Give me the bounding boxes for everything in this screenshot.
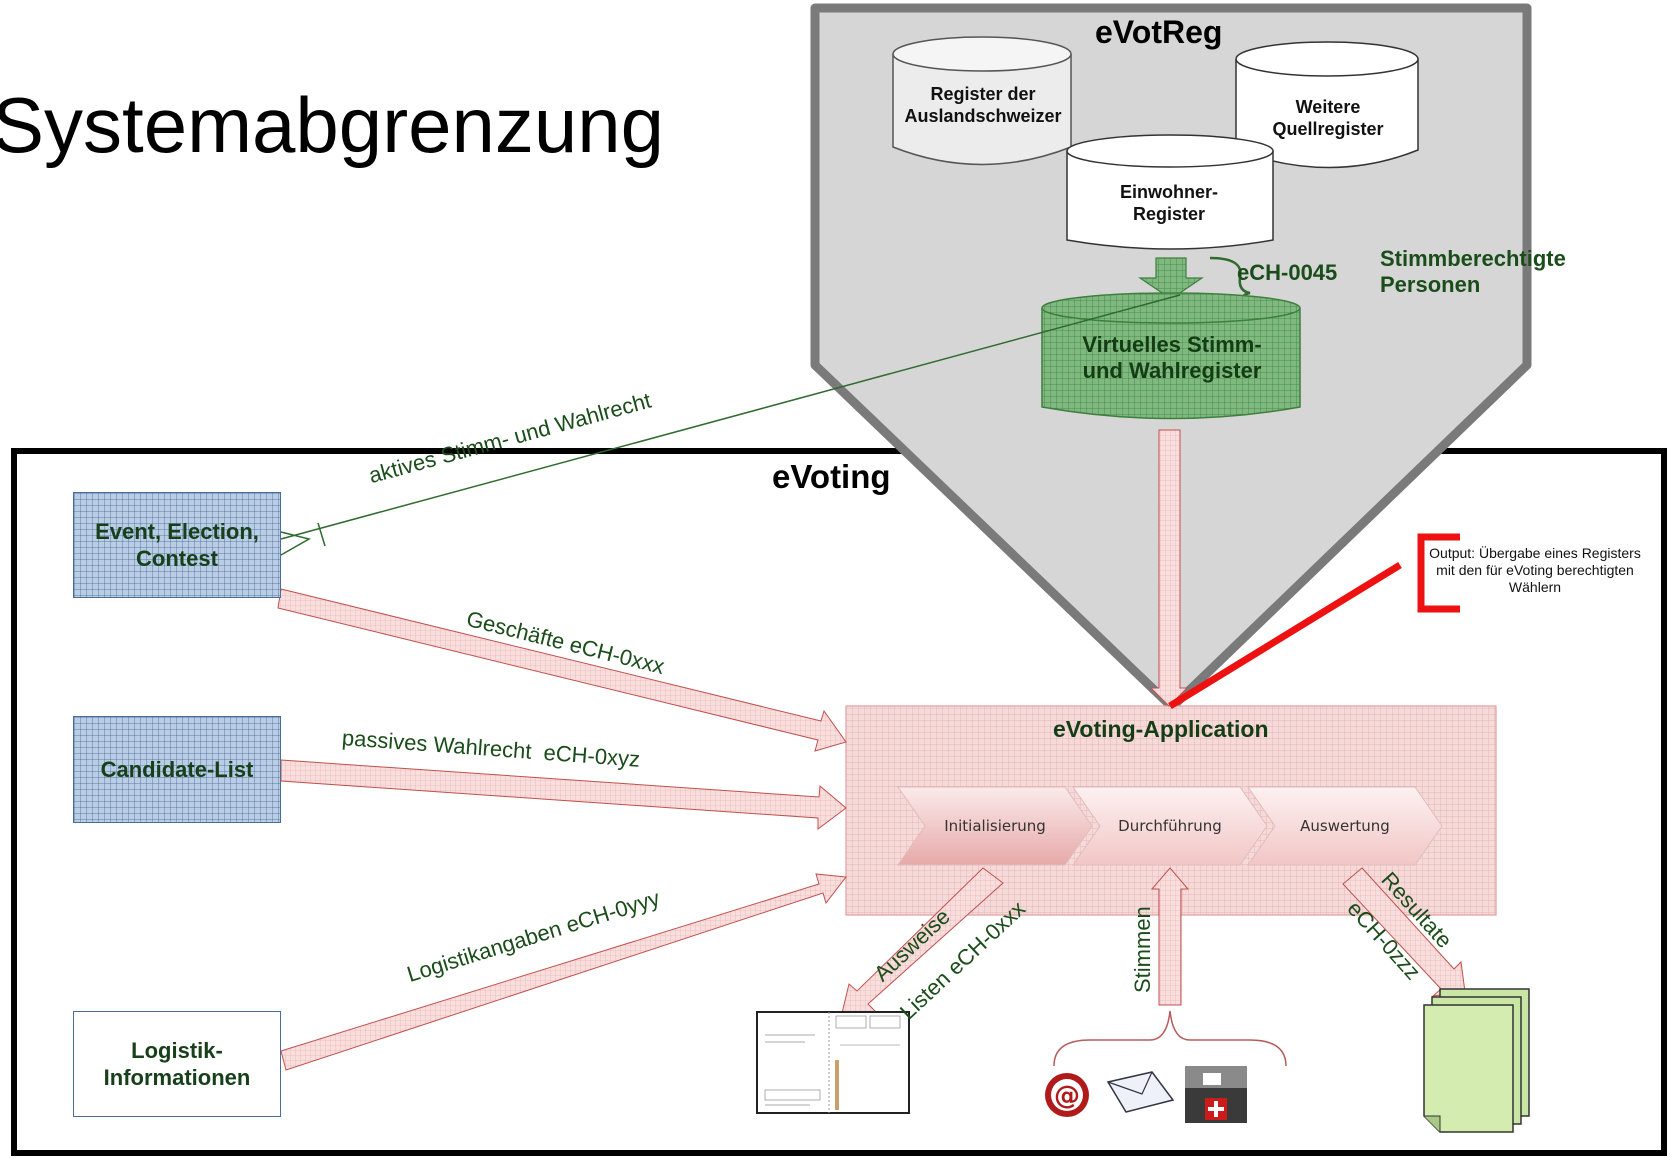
evoting-title: eVoting: [772, 458, 891, 495]
chevron-initialisierung: [897, 786, 1093, 866]
arrow-geschaefte: [277, 588, 847, 752]
page-title: Systemabgrenzung: [0, 81, 665, 169]
arrow-logistik: [280, 873, 847, 1071]
cylinder-einwohner: [1066, 134, 1274, 250]
label-virtuelles: Virtuelles Stimm- und Wahlregister: [1082, 332, 1262, 384]
label-output: Output: Übergabe eines Registers mit den…: [1429, 545, 1641, 595]
chevron-durchfuehrung: [1072, 786, 1268, 866]
box-logistik: Logistik-Informationen: [73, 1011, 281, 1117]
step-initialisierung: Initialisierung: [944, 817, 1046, 835]
arrow-stimmen: [1150, 867, 1190, 1006]
application-title: eVoting-Application: [1053, 716, 1269, 742]
cylinder-auslandschweizer: [892, 36, 1072, 166]
label-event: Event, Election, Contest: [95, 518, 259, 572]
label-ech0045: eCH-0045: [1237, 260, 1338, 285]
output-red-bracket: [1417, 533, 1460, 613]
arrow-passives: [280, 759, 847, 830]
output-red-line: [1168, 562, 1402, 709]
svg-text:@: @: [1054, 1081, 1080, 1111]
label-logistik: Logistik-Informationen: [103, 1037, 251, 1091]
green-down-arrow: [1138, 257, 1204, 300]
ballot-box-icon: [1185, 1066, 1247, 1123]
step-durchfuehrung: Durchführung: [1118, 817, 1222, 835]
label-weitere: Weitere Quellregister: [1272, 97, 1384, 139]
box-candidate-list: Candidate-List: [73, 716, 281, 823]
label-stimmberechtigte: Stimmberechtigte Personen: [1380, 246, 1566, 298]
brace-stimmen: [1053, 1010, 1287, 1067]
envelope-icon: [1106, 1071, 1175, 1113]
aktives-line: [280, 294, 1181, 540]
email-at-icon: @: [1045, 1073, 1089, 1117]
label-candidate: Candidate-List: [100, 756, 254, 782]
result-pages-icon: [1423, 988, 1530, 1133]
document-ausweis-icon: [756, 1011, 910, 1114]
label-auslandschweizer: Register der Auslandschweizer: [904, 84, 1062, 126]
label-einwohner: Einwohner-Register: [1120, 182, 1218, 224]
label-stimmen: Stimmen: [1130, 906, 1155, 993]
cylinder-weitere: [1235, 41, 1419, 169]
evotreg-title: eVotReg: [1095, 14, 1223, 50]
chevron-auswertung: [1247, 786, 1443, 866]
step-auswertung: Auswertung: [1300, 817, 1390, 835]
crowfoot: [280, 531, 311, 556]
box-event-election-contest: Event, Election, Contest: [73, 492, 281, 598]
